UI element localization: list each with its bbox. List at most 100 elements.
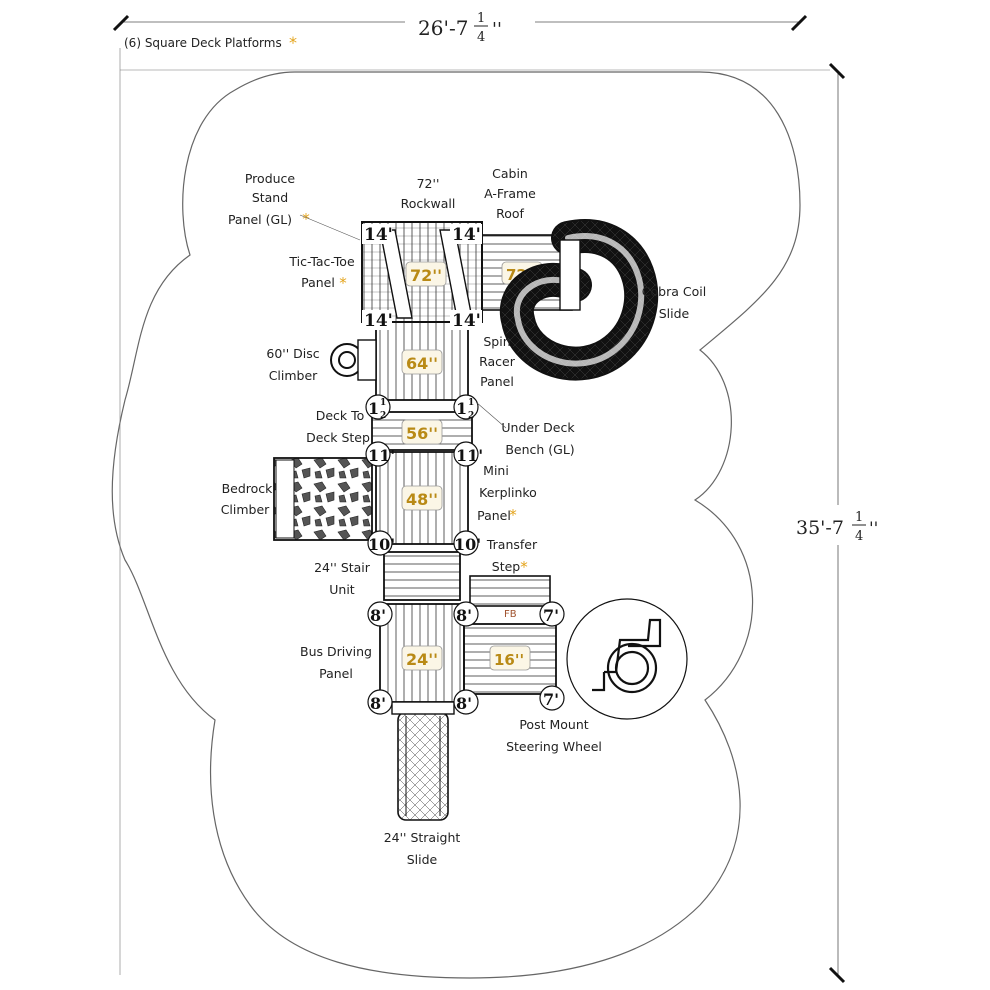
svg-text:Rockwall: Rockwall xyxy=(401,196,456,211)
post-10-left: 10' xyxy=(368,535,395,554)
svg-text:1: 1 xyxy=(380,398,386,408)
post-10-right: 10' xyxy=(454,535,481,554)
callout-disc-climber: 60'' Disc Climber xyxy=(266,346,319,383)
stair-unit xyxy=(383,551,461,601)
callout-labels: Produce Stand Panel (GL) * 72'' Rockwall… xyxy=(221,166,707,867)
deck-24: 24'' xyxy=(379,603,465,703)
depth-dimension: 35'-7 1 4 '' xyxy=(119,48,890,984)
svg-text:Stand: Stand xyxy=(252,190,288,205)
callout-straight-slide: 24'' Straight Slide xyxy=(384,830,461,867)
callout-cabin-roof: Cabin A-Frame Roof xyxy=(484,166,536,221)
svg-text:Racer: Racer xyxy=(479,354,516,369)
svg-text:Spin: Spin xyxy=(483,334,510,349)
callout-deck-step: Deck To Deck Step xyxy=(306,408,370,445)
svg-text:*: * xyxy=(520,558,528,576)
svg-text:24'' Straight: 24'' Straight xyxy=(384,830,461,845)
svg-text:'': '' xyxy=(869,519,878,539)
svg-text:1: 1 xyxy=(468,398,474,408)
svg-text:Bedrock: Bedrock xyxy=(222,481,274,496)
callout-produce-stand: Produce Stand Panel (GL) * xyxy=(228,171,310,228)
deck-height-64: 64'' xyxy=(406,354,438,373)
svg-text:Panel: Panel xyxy=(301,275,335,290)
svg-text:Cobra Coil: Cobra Coil xyxy=(642,284,706,299)
svg-text:'': '' xyxy=(492,19,502,40)
svg-text:2: 2 xyxy=(468,411,474,421)
svg-text:Slide: Slide xyxy=(659,306,690,321)
post-11-left: 11' xyxy=(368,446,395,465)
disc-climber xyxy=(330,339,377,381)
svg-text:*: * xyxy=(302,210,310,228)
post-8-bl: 8' xyxy=(370,694,386,713)
svg-text:1: 1 xyxy=(855,510,863,525)
post-8-br: 8' xyxy=(456,694,472,713)
svg-text:Produce: Produce xyxy=(245,171,296,186)
svg-text:*: * xyxy=(509,506,517,524)
legend-note-star: * xyxy=(289,33,297,52)
post-14-br: 14' xyxy=(452,311,481,331)
deck-56-step: 56'' xyxy=(371,411,473,451)
svg-text:Step: Step xyxy=(492,559,521,574)
post-14-tl: 14' xyxy=(364,225,393,245)
deck-height-56: 56'' xyxy=(406,424,438,443)
callout-tic-tac-toe: Tic-Tac-Toe Panel * xyxy=(288,254,355,292)
callout-transfer-step: Transfer Step * xyxy=(486,537,538,576)
svg-text:Under Deck: Under Deck xyxy=(501,420,575,435)
callout-cobra-slide: Cobra Coil Slide xyxy=(642,284,706,321)
svg-text:Panel: Panel xyxy=(480,374,514,389)
svg-text:Bench (GL): Bench (GL) xyxy=(505,442,574,457)
width-dimension-value: 26'-7 xyxy=(418,16,468,40)
svg-text:A-Frame: A-Frame xyxy=(484,186,536,201)
svg-text:Climber: Climber xyxy=(269,368,318,383)
svg-text:*: * xyxy=(339,274,347,292)
legend-note: (6) Square Deck Platforms xyxy=(124,36,282,50)
deck-48: 48'' xyxy=(375,451,469,545)
deck-height-48: 48'' xyxy=(406,490,438,509)
svg-text:Deck Step: Deck Step xyxy=(306,430,370,445)
safety-zone-outline xyxy=(111,71,801,979)
straight-slide xyxy=(391,701,455,821)
callout-kerplunk: Mini Kerplinko Panel * xyxy=(477,463,537,524)
callout-spin-racer: Spin Racer Panel xyxy=(479,334,516,389)
svg-text:Bus Driving: Bus Driving xyxy=(300,644,372,659)
callout-bedrock-climber: Bedrock Climber xyxy=(221,481,273,517)
post-7-top: 7' xyxy=(543,606,559,625)
svg-text:Mini: Mini xyxy=(483,463,509,478)
post-14-bl: 14' xyxy=(364,311,393,331)
svg-text:Tic-Tac-Toe: Tic-Tac-Toe xyxy=(288,254,355,269)
post-11h-right: 1 xyxy=(456,399,467,418)
svg-text:Kerplinko: Kerplinko xyxy=(479,485,537,500)
deck-64: 64'' xyxy=(375,321,469,401)
deck-16: 16'' FB xyxy=(463,575,557,695)
accessible-transfer-zone xyxy=(566,598,688,720)
callout-under-deck-bench: Under Deck Bench (GL) xyxy=(501,420,575,457)
deck-height-16: 16'' xyxy=(494,651,524,669)
svg-text:Steering Wheel: Steering Wheel xyxy=(506,739,602,754)
post-14-tr: 14' xyxy=(452,225,481,245)
post-labels: 14' 14' 14' 14' 1 1 2 1 1 2 11' 11' 10' … xyxy=(362,224,565,715)
svg-text:4: 4 xyxy=(477,30,485,45)
width-dimension: 26'-7 1 4 '' xyxy=(112,8,808,45)
post-11h-left: 1 xyxy=(368,399,379,418)
svg-text:Panel (GL): Panel (GL) xyxy=(228,212,292,227)
deck-height-24: 24'' xyxy=(406,650,438,669)
svg-text:Climber: Climber xyxy=(221,502,270,517)
svg-text:4: 4 xyxy=(855,529,863,544)
svg-text:Cabin: Cabin xyxy=(492,166,528,181)
post-8-tl: 8' xyxy=(370,606,386,625)
svg-text:Post Mount: Post Mount xyxy=(519,717,588,732)
svg-text:1: 1 xyxy=(477,11,485,26)
post-11-right: 11' xyxy=(456,446,483,465)
post-8-tr: 8' xyxy=(456,606,472,625)
callout-rockwall: 72'' Rockwall xyxy=(401,176,456,211)
svg-text:Transfer: Transfer xyxy=(486,537,538,552)
svg-text:60'' Disc: 60'' Disc xyxy=(266,346,319,361)
post-7-bottom: 7' xyxy=(543,690,559,709)
svg-text:Panel: Panel xyxy=(477,508,511,523)
callout-stair-unit: 24'' Stair Unit xyxy=(314,560,371,597)
bedrock-climber xyxy=(273,457,373,541)
callout-steering-wheel: Post Mount Steering Wheel xyxy=(506,717,602,754)
cobra-coil-slide xyxy=(499,219,659,381)
svg-text:2: 2 xyxy=(380,411,386,421)
svg-text:Slide: Slide xyxy=(407,852,438,867)
